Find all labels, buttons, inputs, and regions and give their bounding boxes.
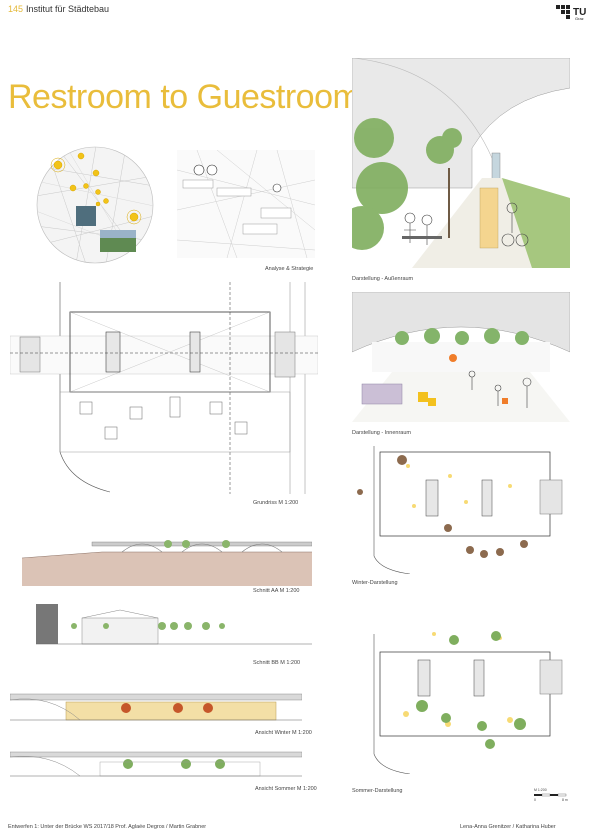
caption-analysis: Analyse & Strategie (265, 266, 314, 272)
logo-subtext: Graz (575, 16, 584, 21)
footer-course: Entwerfen 1: Unter der Brücke WS 2017/18… (8, 824, 207, 830)
scale-bar-label: M 1:200 (534, 788, 547, 792)
exterior-rendering (340, 57, 571, 268)
winter-plan (350, 446, 572, 575)
scale-bar-end: 8 m (562, 798, 568, 802)
caption-winter-view: Winter-Darstellung (352, 580, 398, 586)
caption-summer-view: Sommer-Darstellung (352, 788, 403, 794)
floor-plan (9, 282, 319, 494)
interior-rendering (351, 291, 571, 422)
page-number: 145 (8, 4, 24, 14)
caption-elev-summer: Ansicht Sommer M 1:200 (255, 786, 317, 792)
footer-authors: Lena-Anna Grenitzer / Katharina Huber (460, 824, 556, 830)
elevation-summer (9, 742, 303, 782)
poster-title: Restroom to Guestroom (8, 78, 361, 116)
analysis-circle-map (36, 146, 154, 264)
elevation-winter (9, 680, 303, 728)
caption-section-bb: Schnitt BB M 1:200 (253, 660, 301, 666)
section-aa (21, 524, 313, 586)
logo-text: TU (573, 7, 586, 18)
strategy-map (176, 149, 316, 259)
caption-interior: Darstellung - Innenraum (352, 430, 412, 436)
caption-exterior: Darstellung - Außenraum (352, 276, 414, 282)
summer-plan (350, 624, 572, 775)
caption-elev-winter: Ansicht Winter M 1:200 (255, 730, 312, 736)
scale-bar-start: 0 (534, 798, 536, 802)
tu-graz-logo: TU Graz (556, 3, 596, 21)
section-bb (36, 604, 312, 650)
scale-bar: M 1:200 0 8 m (534, 786, 574, 808)
caption-floorplan: Grundriss M 1:200 (253, 500, 299, 506)
institute-name: Institut für Städtebau (26, 4, 110, 14)
caption-section-aa: Schnitt AA M 1:200 (253, 588, 300, 594)
